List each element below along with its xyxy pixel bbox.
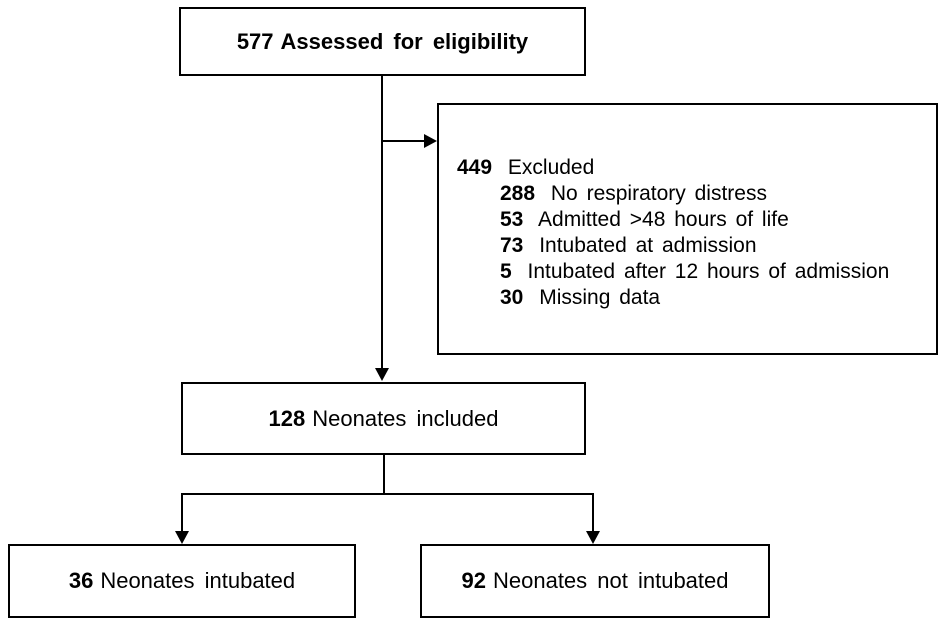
node-included: 128 Neonates included — [181, 382, 586, 455]
reason-count: 53 — [500, 208, 524, 231]
arrowhead-intubated — [175, 531, 189, 544]
excluded-count: 449 — [457, 156, 493, 179]
node-excluded: 449 Excluded 288 No respiratory distress… — [437, 103, 938, 355]
connector-left-vertical — [181, 493, 183, 533]
excluded-heading: 449 Excluded — [457, 155, 922, 181]
connector-split-vertical — [383, 455, 385, 495]
assessed-label: Assessed for eligibility — [280, 28, 529, 54]
excluded-reason: 30 Missing data — [457, 285, 922, 311]
reason-label: No respiratory distress — [550, 182, 767, 205]
reason-label: Missing data — [539, 286, 661, 309]
node-intubated: 36 Neonates intubated — [8, 544, 356, 618]
excluded-label: Excluded — [507, 156, 595, 179]
connector-main-vertical — [381, 76, 383, 371]
arrowhead-not-intubated — [586, 531, 600, 544]
intubated-count: 36 — [68, 568, 94, 593]
reason-label: Intubated at admission — [539, 234, 757, 257]
reason-count: 30 — [500, 286, 524, 309]
excluded-reason: 73 Intubated at admission — [457, 233, 922, 259]
connector-excluded-horizontal — [382, 140, 425, 142]
excluded-reason: 53 Admitted >48 hours of life — [457, 207, 922, 233]
assessed-count: 577 — [236, 28, 274, 54]
reason-count: 73 — [500, 234, 524, 257]
reason-count: 288 — [500, 182, 536, 205]
not-intubated-label: Neonates not intubated — [492, 568, 729, 593]
reason-label: Admitted >48 hours of life — [538, 208, 789, 231]
reason-count: 5 — [500, 260, 512, 283]
reason-label: Intubated after 12 hours of admission — [527, 260, 890, 283]
node-assessed: 577 Assessed for eligibility — [179, 7, 586, 76]
included-label: Neonates included — [312, 405, 499, 431]
intubated-label: Neonates intubated — [100, 568, 296, 593]
excluded-reason: 288 No respiratory distress — [457, 181, 922, 207]
arrowhead-included — [375, 368, 389, 381]
included-count: 128 — [268, 405, 306, 431]
node-not-intubated: 92 Neonates not intubated — [420, 544, 770, 618]
not-intubated-count: 92 — [461, 568, 486, 593]
excluded-reason: 5 Intubated after 12 hours of admission — [457, 259, 922, 285]
arrowhead-excluded — [424, 134, 437, 148]
connector-split-horizontal — [181, 493, 594, 495]
connector-right-vertical — [592, 493, 594, 533]
